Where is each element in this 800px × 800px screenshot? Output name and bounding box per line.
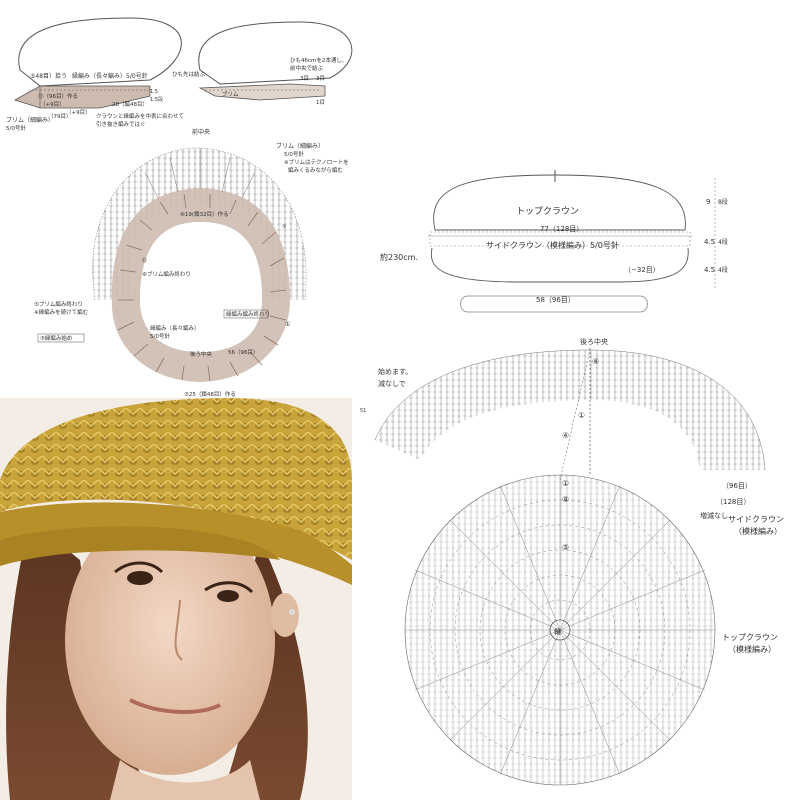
crown-center-mark: 輪: [554, 627, 561, 636]
crown-row-mark-3: ④: [562, 431, 569, 440]
brim-note-2: 編みくるみながら編む: [288, 166, 343, 174]
model-photo: [0, 398, 352, 800]
crown-row-mark-5: ⑧: [562, 495, 569, 504]
left-hat-label-4: （+9目）: [40, 101, 65, 108]
crown-top-crown: トップクラウン: [722, 633, 778, 642]
brim-count-96: 56（96目）: [228, 349, 259, 356]
brim-finish-2: ※縁編みを続けて編む: [34, 308, 89, 316]
brim-finish-1: ⑤ブリム編み終わり: [34, 300, 83, 308]
right-hat-label-2: ひも46cmを2本通し、: [290, 56, 347, 64]
schematic-width: 77（128目）: [540, 225, 583, 233]
schematic-height-2-rows: 4段: [718, 238, 728, 246]
left-hat-label-7: 28（編48目）: [112, 100, 148, 108]
crown-row-mark-4: ①: [562, 479, 569, 488]
edge-label: 縁編み（長々編み）: [150, 324, 200, 332]
brim-bottom-note: ⑤25（鎖48目）作る: [184, 390, 236, 398]
left-hat-label-8: クラウンと縁編みを中表に合わせて: [96, 112, 184, 120]
brim-stitch-chart: 前中央 ブリム（細編み） 5/0号針 ※ブリムはテクノロートを 編みくるみながら…: [34, 128, 349, 398]
crown-row-mark-1: ④: [592, 357, 599, 366]
right-hat-label-7: 1目: [316, 99, 325, 106]
left-hat-label-12: 1.5: [150, 89, 158, 95]
schematic-circumference: 約230cm.: [380, 252, 418, 262]
crown-row-mark-2: ①: [578, 411, 585, 420]
right-hat-label-4: 3目: [300, 75, 309, 82]
left-hat-label-3: ⑬（96目）作る: [38, 92, 78, 100]
crown-no-decrease: 減なしで: [378, 379, 406, 388]
brim-needle: 5/0号針: [284, 150, 304, 158]
schematic-top-crown: トップクラウン: [516, 206, 579, 217]
crown-back-center: 後ろ中央: [580, 337, 608, 346]
left-hat-label-10: ブリム（細編み）: [6, 116, 54, 124]
schematic-decrease: （−32目）: [624, 266, 660, 274]
brim-start-chain: ⑥19(鎖32目）作る: [180, 210, 229, 218]
left-hat-label-6: （79目）: [48, 113, 72, 120]
brim-front-center: 前中央: [192, 128, 210, 136]
left-hat-label-11: 5/0号針: [6, 124, 26, 132]
brim-row-mark-1: ⑬: [142, 257, 147, 264]
edge-end: 縁編み編み終わり: [226, 310, 270, 318]
crown-row-mark-6: ⑤: [562, 543, 569, 552]
left-hat-label-2: 縁編み（長々編み）5/0号針: [72, 72, 148, 80]
hat-side-diagram-right: ひも先は結ぶ ひも46cmを2本通し、 前中央で結ぶ 3目 3目 ブリム 1目: [172, 21, 353, 106]
brim-row-mark-3: ①: [285, 321, 290, 328]
left-hat-label-5: （+9目）: [66, 109, 91, 116]
crown-count-96: （96目）: [722, 482, 752, 490]
brim-end-mark: ⑥ブリム編み終わり: [142, 270, 191, 278]
right-hat-label-5: 3目: [316, 75, 325, 82]
left-hat-label-1: ⑤48目）拾う: [30, 72, 67, 80]
crown-side-crown: サイドクラウン: [728, 515, 784, 524]
brim-note-1: ※ブリムはテクノロートを: [284, 158, 349, 166]
left-hat-label-9: 引き抜き編みではぐ: [96, 120, 146, 128]
schematic-side-crown: サイドクラウン（模様編み）5/0号針: [486, 240, 619, 250]
edge-needle: 5/0号針: [150, 332, 170, 340]
crown-side-crown-pattern: （模様編み）: [734, 526, 782, 536]
crown-page-mark: 51: [360, 408, 366, 414]
crown-top-crown-pattern: （模様編み）: [728, 644, 776, 654]
right-hat-label-3: 前中央で結ぶ: [290, 64, 324, 72]
schematic-height-1: 9: [706, 198, 710, 206]
schematic-height-3-rows: 4段: [718, 266, 728, 274]
edge-start: ⑤縁編み始め: [40, 334, 72, 342]
left-hat-label-13: 1.5段: [150, 96, 163, 103]
right-hat-label-6: ブリム: [222, 90, 239, 98]
crown-no-inc-dec: 増減なし: [700, 511, 728, 520]
brim-back-center: 後ろ中央: [190, 350, 213, 358]
brim-row-mark-2: ⑦: [282, 224, 287, 230]
schematic-band: 58（96目）: [536, 296, 575, 304]
hat-side-diagram-left: ⑤48目）拾う 縁編み（長々編み）5/0号針 ⑬（96目）作る （+9目） （+…: [6, 17, 184, 132]
right-hat-label-1: ひも先は結ぶ: [172, 70, 206, 78]
schematic-height-3: 4.5: [704, 266, 715, 274]
crown-start-here: 始めます。: [378, 367, 412, 376]
hat-schematic: トップクラウン 77（128目） サイドクラウン（模様編み）5/0号針 （−32…: [380, 170, 728, 313]
crown-count-128: （128目）: [716, 498, 750, 506]
schematic-height-2: 4.5: [704, 238, 715, 246]
crown-stitch-chart: 後ろ中央 始めます。 減なしで 51 （96目） （128目） 増減なし サイド…: [360, 337, 784, 786]
schematic-height-1-rows: 8段: [718, 198, 728, 206]
brim-label: ブリム（細編み）: [276, 142, 324, 150]
